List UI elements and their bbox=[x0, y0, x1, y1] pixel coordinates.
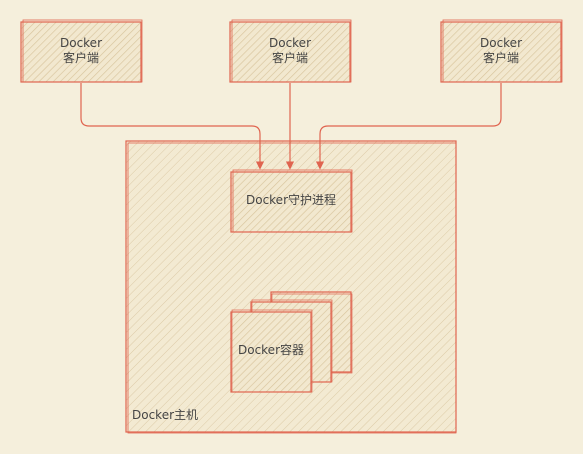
connector-right bbox=[315, 83, 502, 170]
docker-client-1: Docker 客户端 bbox=[20, 19, 143, 83]
docker-client-3: Docker 客户端 bbox=[440, 19, 563, 83]
client-1-line1: Docker bbox=[60, 36, 102, 50]
client-daemon-connectors bbox=[80, 83, 502, 170]
client-2-line1: Docker bbox=[269, 36, 311, 50]
client-3-line1: Docker bbox=[480, 36, 522, 50]
connector-left bbox=[80, 83, 265, 170]
client-3-line2: 客户端 bbox=[483, 50, 519, 65]
docker-client-2: Docker 客户端 bbox=[229, 19, 352, 83]
docker-daemon-label: Docker守护进程 bbox=[246, 192, 336, 207]
client-1-line2: 客户端 bbox=[63, 50, 99, 65]
docker-container-stack: Docker容器 bbox=[230, 291, 353, 393]
docker-host-label: Docker主机 bbox=[132, 408, 198, 422]
client-2-line2: 客户端 bbox=[272, 50, 308, 65]
docker-container-label: Docker容器 bbox=[238, 342, 304, 357]
docker-daemon-box: Docker守护进程 bbox=[230, 169, 353, 233]
container-front bbox=[230, 311, 312, 393]
